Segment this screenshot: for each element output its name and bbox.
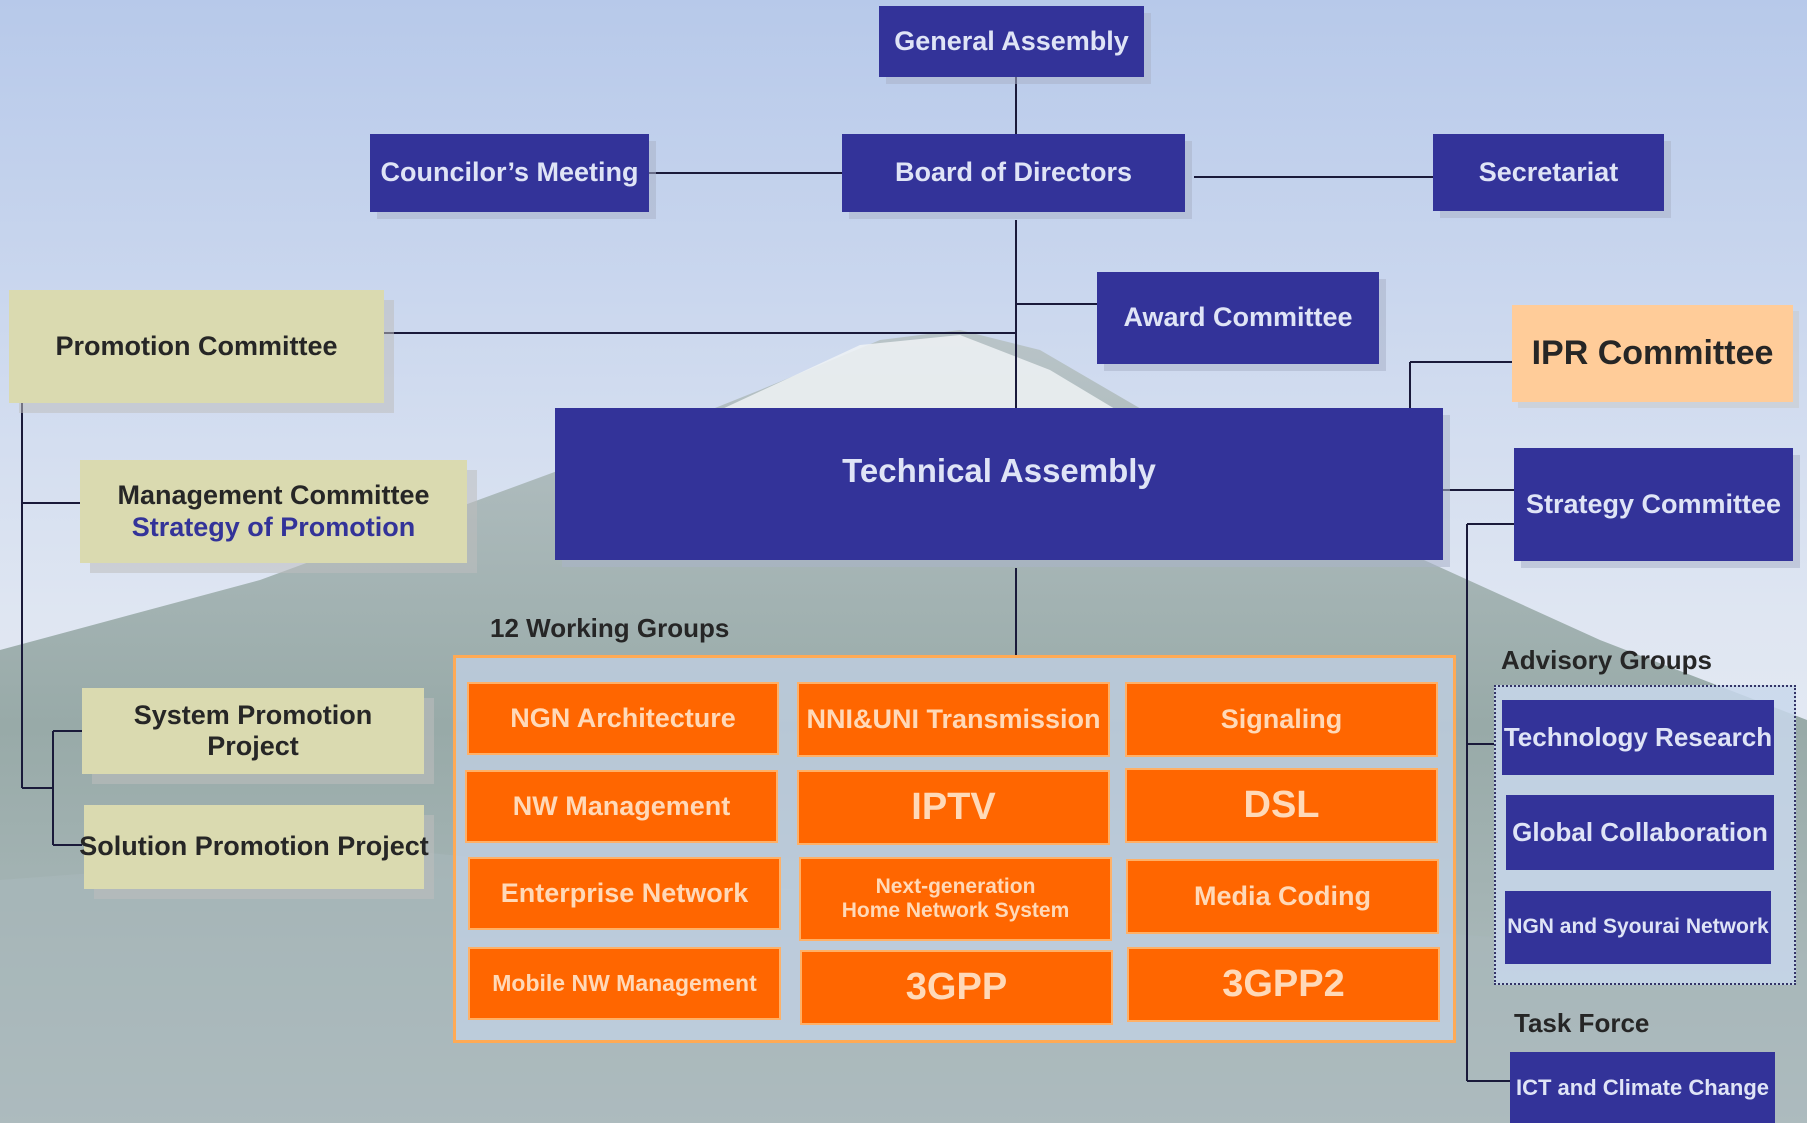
wg-label: NW Management: [512, 790, 731, 821]
wg-next-generation-home-network: Next-generation Home Network System: [799, 857, 1112, 941]
secretariat-label: Secretariat: [1478, 156, 1619, 187]
board-of-directors-label: Board of Directors: [894, 157, 1133, 188]
councilors-meeting-label: Councilor’s Meeting: [380, 157, 639, 188]
wg-enterprise-network: Enterprise Network: [468, 857, 781, 930]
promotion-committee-box: Promotion Committee: [9, 290, 384, 403]
wg-dsl: DSL: [1125, 768, 1438, 843]
system-promotion-label-line2: Project: [207, 731, 299, 761]
wg-label: 3GPP2: [1222, 962, 1345, 1005]
wg-3gpp: 3GPP: [800, 950, 1113, 1025]
task-force-label: ICT and Climate Change: [1515, 1074, 1770, 1100]
wg-3gpp2: 3GPP2: [1127, 947, 1440, 1022]
ipr-committee-box: IPR Committee: [1512, 305, 1793, 402]
working-groups-heading: 12 Working Groups: [490, 613, 730, 643]
strategy-committee-label: Strategy Committee: [1525, 488, 1782, 519]
wg-mobile-nw-management: Mobile NW Management: [468, 947, 781, 1020]
wg-label: 3GPP: [905, 965, 1008, 1008]
wg-label-line2: Home Network System: [841, 899, 1070, 922]
advisory-label: Technology Research: [1503, 721, 1773, 752]
secretariat-box: Secretariat: [1433, 134, 1664, 211]
award-committee-box: Award Committee: [1097, 272, 1379, 364]
solution-promotion-box: Solution Promotion Project: [79, 805, 429, 889]
wg-nw-management: NW Management: [465, 770, 778, 843]
management-committee-box: Management Committee Strategy of Promoti…: [80, 460, 467, 563]
strategy-of-promotion-label: Strategy of Promotion: [131, 511, 416, 542]
task-force-ict-climate-change: ICT and Climate Change: [1510, 1052, 1775, 1123]
wg-label: Mobile NW Management: [492, 970, 757, 997]
wg-label: DSL: [1243, 783, 1320, 826]
wg-ngn-architecture: NGN Architecture: [467, 682, 779, 755]
wg-label: NNI&UNI Transmission: [806, 703, 1101, 734]
solution-promotion-label: Solution Promotion Project: [79, 831, 429, 862]
wg-signaling: Signaling: [1125, 682, 1438, 757]
task-force-heading: Task Force: [1514, 1008, 1650, 1038]
promotion-committee-label: Promotion Committee: [55, 330, 338, 361]
wg-label: Signaling: [1220, 703, 1343, 734]
advisory-label: NGN and Syourai Network: [1507, 915, 1769, 939]
wg-media-coding: Media Coding: [1126, 859, 1439, 934]
system-promotion-label-line1: System Promotion: [133, 699, 373, 730]
wg-iptv: IPTV: [797, 770, 1110, 845]
general-assembly-box: General Assembly: [879, 6, 1144, 77]
wg-label-line1: Next-generation: [875, 874, 1036, 898]
management-committee-label: Management Committee: [117, 480, 430, 511]
system-promotion-box: System Promotion Project: [82, 688, 424, 774]
ipr-committee-label: IPR Committee: [1531, 333, 1774, 372]
advisory-groups-heading: Advisory Groups: [1501, 645, 1712, 675]
councilors-meeting-box: Councilor’s Meeting: [370, 134, 649, 212]
advisory-global-collaboration: Global Collaboration: [1506, 795, 1774, 870]
award-committee-label: Award Committee: [1123, 302, 1353, 333]
wg-label: Enterprise Network: [500, 877, 749, 908]
general-assembly-label: General Assembly: [894, 25, 1129, 56]
wg-label: Media Coding: [1194, 880, 1371, 911]
wg-nni-uni-transmission: NNI&UNI Transmission: [797, 682, 1110, 757]
wg-label: IPTV: [911, 785, 996, 828]
advisory-ngn-syourai-network: NGN and Syourai Network: [1505, 891, 1771, 964]
wg-label: NGN Architecture: [510, 702, 736, 733]
advisory-technology-research: Technology Research: [1502, 700, 1774, 775]
advisory-label: Global Collaboration: [1512, 816, 1768, 847]
technical-assembly-label: Technical Assembly: [842, 452, 1156, 489]
technical-assembly-box: Technical Assembly: [555, 408, 1443, 560]
strategy-committee-box: Strategy Committee: [1514, 448, 1793, 561]
board-of-directors-box: Board of Directors: [842, 134, 1185, 212]
